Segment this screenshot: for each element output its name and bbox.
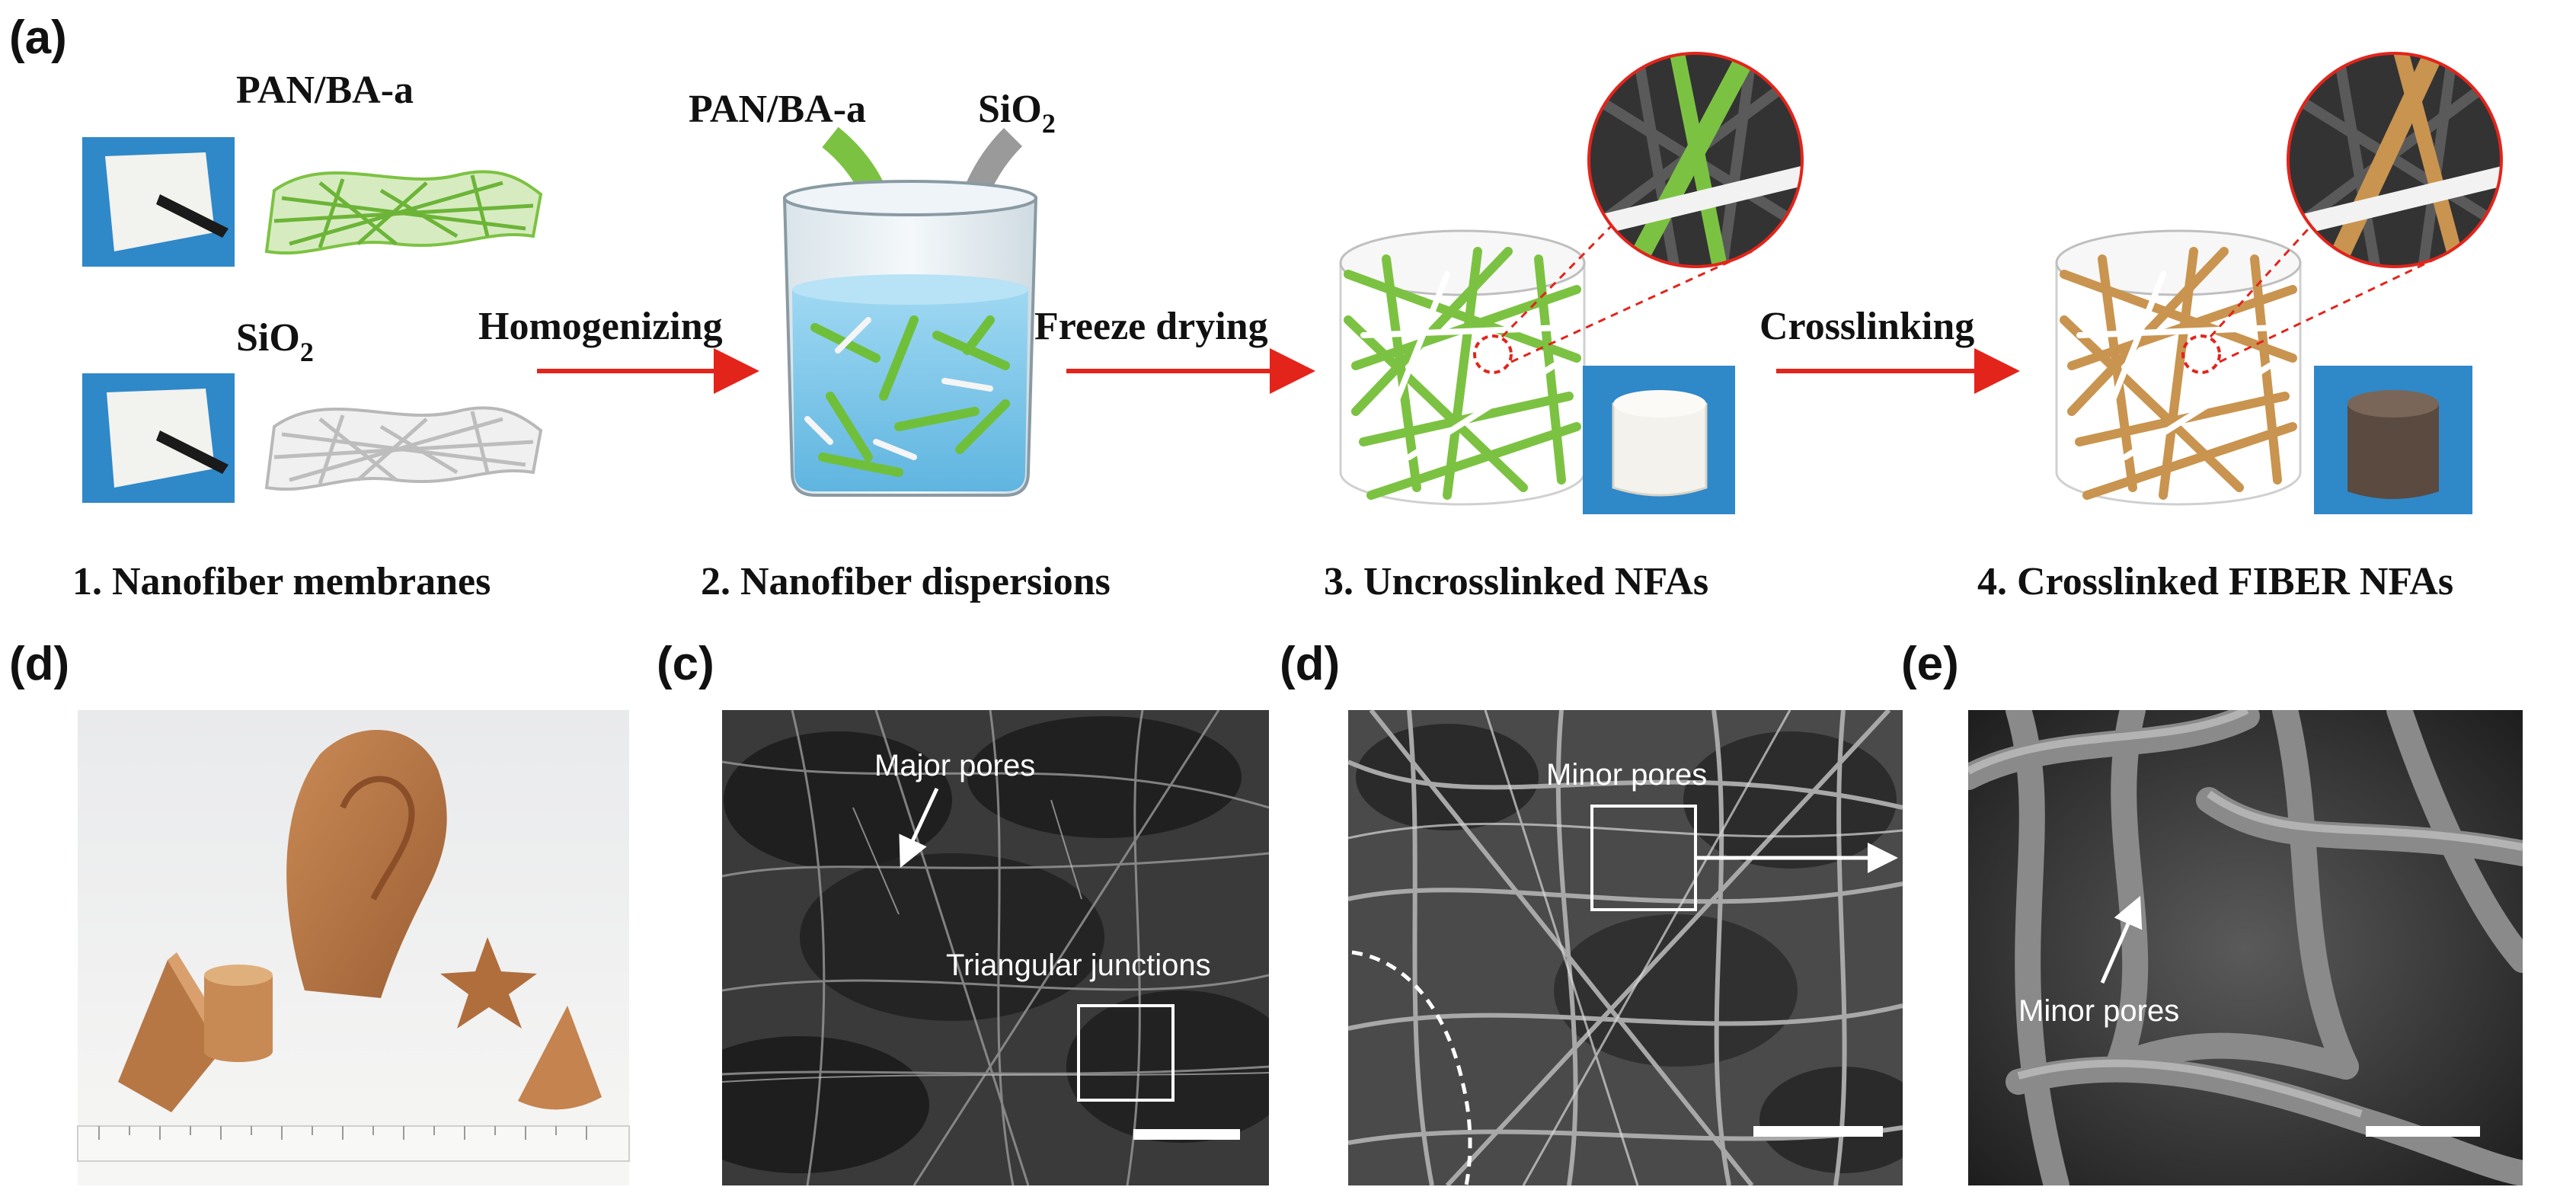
sem-c-major-pores-label: Major pores bbox=[874, 749, 1035, 782]
grey-membrane-illustration bbox=[264, 406, 543, 491]
membrane-photo-bottom bbox=[82, 373, 235, 503]
uncrosslinked-cylinder bbox=[1339, 229, 1586, 506]
zoom-line-2a bbox=[2209, 219, 2317, 338]
arrow-label-crosslinking: Crosslinking bbox=[1759, 305, 1974, 348]
sem-image-c bbox=[722, 710, 1269, 1185]
panel-label-e: (e) bbox=[1901, 638, 1959, 690]
zoom-inset-tan bbox=[2287, 52, 2503, 268]
zoom-line-1b bbox=[1510, 250, 1753, 363]
zoom-line-2b bbox=[2219, 250, 2452, 363]
sem-d-minor-pores-label: Minor pores bbox=[1546, 758, 1707, 792]
membrane-top-label: PAN/BA-a bbox=[236, 69, 414, 112]
zoom-inset-green bbox=[1587, 52, 1804, 268]
panel-label-a: (a) bbox=[9, 11, 67, 64]
beaker-illustration bbox=[782, 180, 1038, 497]
arrow-label-homogenizing: Homogenizing bbox=[478, 305, 723, 348]
sem-e-minor-pores-label: Minor pores bbox=[2018, 994, 2179, 1028]
sem-e-minor-pores-arrow bbox=[2100, 895, 2143, 984]
green-membrane-illustration bbox=[264, 170, 543, 255]
sem-image-e bbox=[1968, 710, 2523, 1185]
membrane-bottom-label: SiO2 bbox=[236, 316, 314, 367]
panel-label-d1: (d) bbox=[9, 638, 69, 690]
sem-c-major-pores-arrow bbox=[899, 787, 939, 869]
step-label-4: 4. Crosslinked FIBER NFAs bbox=[1977, 560, 2453, 603]
crosslinked-cylinder bbox=[2055, 229, 2302, 506]
beaker-input-left-label: PAN/BA-a bbox=[689, 88, 866, 131]
uncrosslinked-photo bbox=[1583, 366, 1735, 514]
membrane-photo-top bbox=[82, 137, 235, 267]
molded-shapes-photo bbox=[77, 710, 630, 1185]
crosslinked-photo bbox=[2314, 366, 2472, 514]
step-label-1: 1. Nanofiber membranes bbox=[72, 560, 491, 603]
sem-c-junction-label: Triangular junctions bbox=[946, 949, 1211, 982]
step-label-3: 3. Uncrosslinked NFAs bbox=[1324, 560, 1708, 603]
sem-image-d bbox=[1348, 710, 1903, 1185]
arrow-label-freeze-drying: Freeze drying bbox=[1034, 305, 1268, 348]
panel-label-d2: (d) bbox=[1280, 638, 1340, 690]
step-label-2: 2. Nanofiber dispersions bbox=[701, 560, 1111, 603]
beaker-input-right-label: SiO2 bbox=[978, 88, 1056, 139]
panel-label-c: (c) bbox=[657, 638, 714, 690]
